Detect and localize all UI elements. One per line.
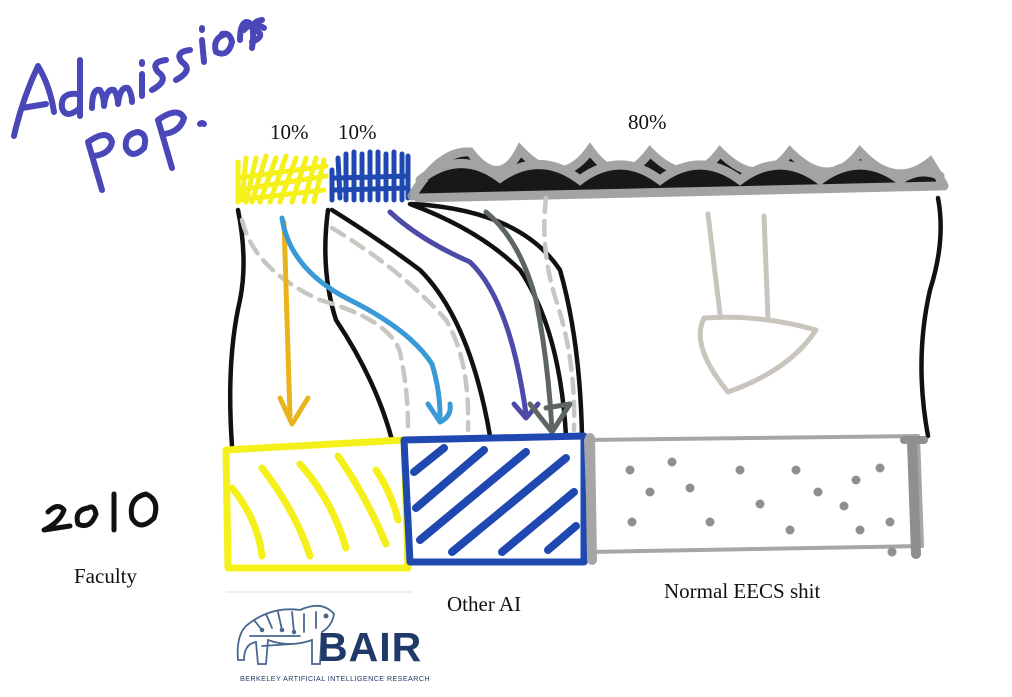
normal-eecs-label: Normal EECS shit — [664, 579, 821, 603]
other-ai-box — [400, 432, 588, 566]
faculty-label: Faculty — [74, 564, 137, 588]
eecs-percent-label: 80% — [628, 110, 667, 134]
bair-pop-bar — [235, 153, 329, 205]
bair-logo-bear — [236, 604, 335, 665]
normal-eecs-box — [584, 433, 928, 565]
admissions-pop-handwriting — [11, 17, 267, 193]
flow-arrow-gold — [277, 219, 311, 427]
dashed-flows — [239, 195, 577, 433]
flow-arrow-light-blue — [279, 215, 453, 425]
bair-percent-label: 10% — [270, 120, 309, 144]
eecs-pop-bar — [407, 142, 949, 203]
bair-logo-subtitle: BERKELEY ARTIFICIAL INTELLIGENCE RESEARC… — [240, 674, 431, 683]
faculty-box — [222, 436, 412, 572]
other-ai-pop-bar — [329, 149, 411, 203]
flow-arrow-purple — [387, 209, 541, 421]
year-2010-handwriting — [41, 491, 159, 533]
eecs-hollow-arrow — [697, 211, 819, 395]
flow-outlines — [227, 195, 943, 449]
flow-arrow-slate — [483, 209, 573, 435]
other-ai-label: Other AI — [447, 592, 522, 616]
bair-logo-word: BAIR — [318, 624, 423, 670]
other-ai-percent-label: 10% — [338, 120, 377, 144]
